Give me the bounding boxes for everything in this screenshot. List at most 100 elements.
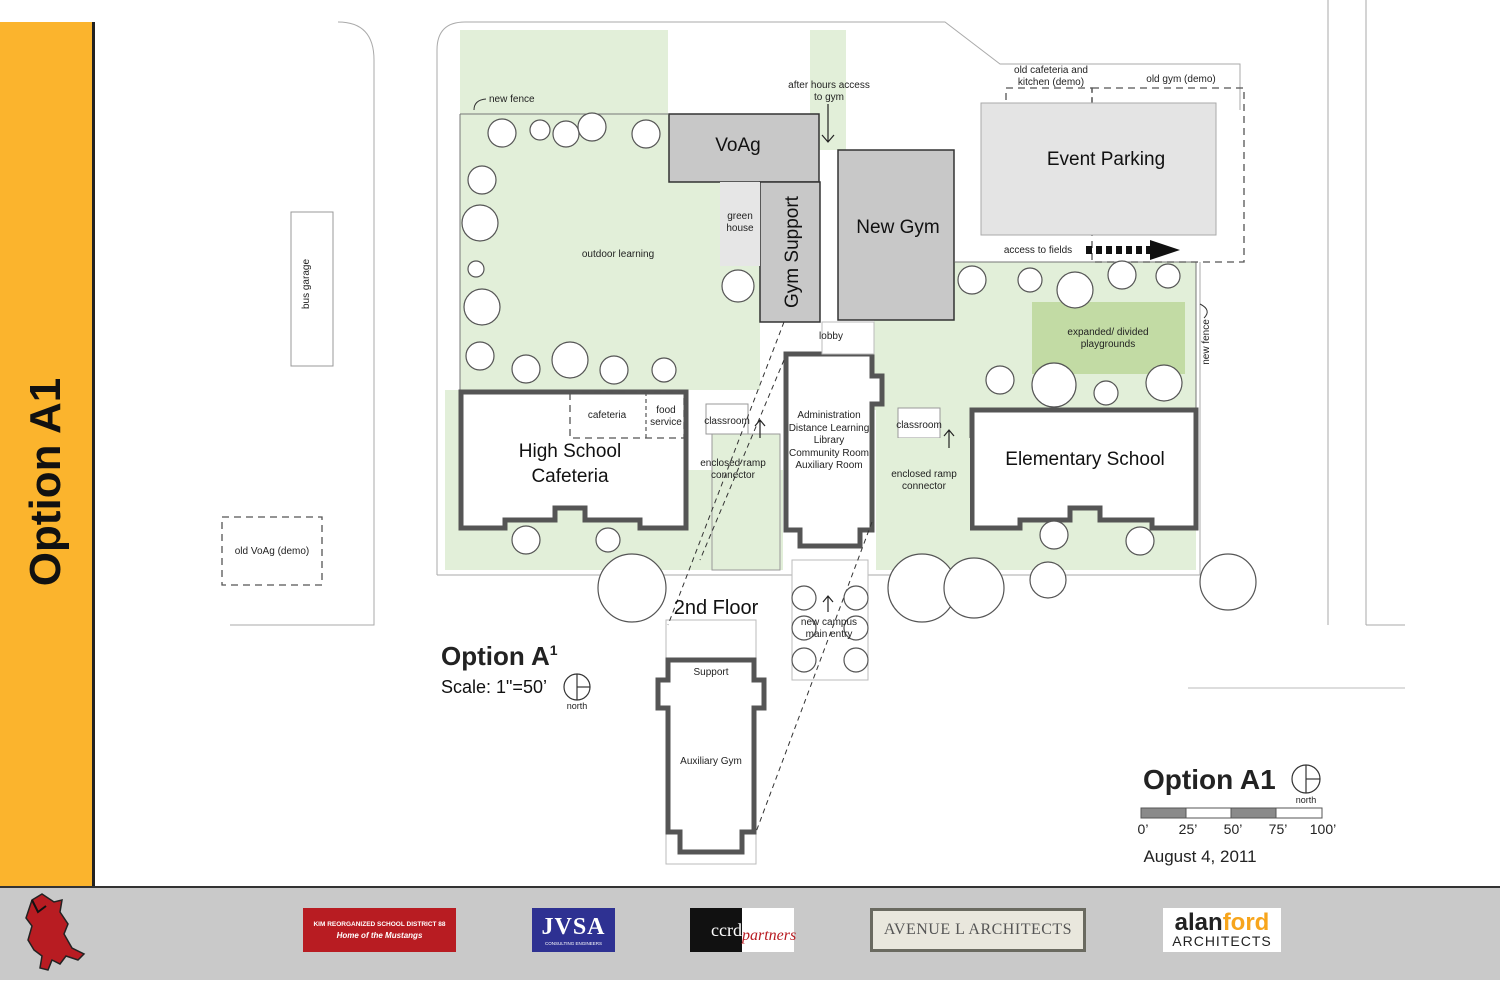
elementary-building — [969, 407, 1199, 531]
lawn-west-strip — [445, 390, 460, 570]
tree — [577, 112, 607, 142]
kim-district-logo: KIM REORGANIZED SCHOOL DISTRICT 88 Home … — [303, 908, 456, 952]
tree — [463, 288, 501, 326]
bus-garage — [290, 211, 334, 367]
new-fence-right-label: new fence — [1201, 319, 1212, 365]
playground-label-1: expanded/ divided — [1067, 327, 1148, 338]
lawn-northwest — [460, 30, 668, 115]
tree — [1155, 263, 1181, 289]
classroom-right-room — [897, 407, 941, 439]
tree — [943, 557, 1005, 619]
tree — [1093, 380, 1119, 406]
entry-arrow-right — [943, 429, 955, 448]
tree — [791, 585, 817, 611]
tree — [651, 357, 677, 383]
playground — [1032, 302, 1185, 374]
floor-link-3 — [755, 521, 873, 833]
alanford-logo-ford: ford — [1222, 909, 1270, 936]
admin-label-2: Distance Learning — [789, 423, 870, 434]
tree — [1056, 271, 1094, 309]
new-gym-label: New Gym — [856, 217, 939, 238]
hs-cafeteria-building — [458, 389, 689, 531]
outdoor-learning-label: outdoor learning — [582, 249, 654, 260]
voag-label: VoAg — [715, 135, 760, 156]
legend-north-icon — [1291, 764, 1321, 794]
tree — [529, 119, 551, 141]
second-floor-label: 2nd Floor — [674, 597, 759, 619]
cafeteria-dashed-room — [569, 391, 685, 439]
main-entry-label-1: new campus — [801, 617, 857, 628]
second-floor-building — [655, 657, 767, 855]
scale-tick-3: 75’ — [1269, 821, 1288, 837]
floor-link-1 — [667, 321, 785, 626]
old-cafeteria-label-2: kitchen (demo) — [1018, 77, 1084, 88]
admin-label-4: Community Room — [789, 448, 869, 459]
gym-support-building — [759, 181, 821, 323]
inset-scale: Scale: 1"=50’ — [441, 677, 547, 697]
trees — [461, 112, 1257, 673]
tree — [957, 265, 987, 295]
property-outline — [436, 21, 1241, 576]
main-entry-arrow — [822, 595, 834, 612]
tree — [465, 341, 495, 371]
jvsa-logo-sub: CONSULTING ENGINEERS — [545, 941, 602, 946]
tree — [511, 354, 541, 384]
scale-bar — [1140, 807, 1323, 819]
event-parking-label: Event Parking — [1047, 149, 1165, 170]
tree — [631, 119, 661, 149]
alanford-logo: alanford ARCHITECTS — [1163, 908, 1281, 952]
after-hours-label-1: after hours access — [788, 80, 870, 91]
tree — [721, 269, 755, 303]
tree — [843, 647, 869, 673]
classroom-left-label: classroom — [704, 416, 750, 427]
jvsa-logo: JVSA CONSULTING ENGINEERS — [532, 908, 615, 952]
tree — [599, 355, 629, 385]
admin-building — [783, 351, 885, 549]
old-voag-label: old VoAg (demo) — [235, 546, 310, 557]
tree — [552, 120, 580, 148]
hs-cafeteria-label-1: High School — [519, 441, 621, 462]
road-outline-left — [230, 21, 375, 626]
old-gym-label: old gym (demo) — [1146, 74, 1215, 85]
kim-logo-line2: Home of the Mustangs — [336, 930, 423, 940]
inset-north-label: north — [567, 701, 588, 711]
alanford-logo-alan: alan — [1174, 909, 1223, 936]
tree — [843, 615, 869, 641]
legend-title: Option A1 — [1143, 764, 1276, 795]
tree — [461, 204, 499, 242]
after-hours-arrow — [821, 104, 835, 143]
classroom-right-label: classroom — [896, 420, 942, 431]
scale-tick-4: 100’ — [1310, 821, 1336, 837]
bus-garage-label: bus garage — [301, 259, 312, 309]
lobby-label: lobby — [819, 331, 843, 342]
inset-north-icon — [563, 673, 591, 701]
tree — [1107, 260, 1137, 290]
scale-seg-3 — [1230, 807, 1277, 819]
tree — [467, 260, 485, 278]
old-cafeteria-label-1: old cafeteria and — [1014, 65, 1088, 76]
lobby-room — [821, 321, 875, 355]
green-house — [720, 182, 760, 266]
ccrd-logo-text: ccrd — [711, 919, 742, 940]
food-label-2: service — [650, 417, 682, 428]
tree — [1199, 553, 1257, 611]
scale-tick-2: 50’ — [1224, 821, 1243, 837]
tree — [1125, 526, 1155, 556]
voag-building — [668, 113, 820, 183]
ccrd-logo: ccrd partners — [690, 908, 796, 952]
legend-north-label: north — [1296, 795, 1317, 805]
tree — [597, 553, 667, 623]
cafeteria-label: cafeteria — [588, 410, 627, 421]
ramp-left-label-1: enclosed ramp — [700, 458, 766, 469]
inset-title-sup: 1 — [550, 642, 558, 658]
playground-label-2: playgrounds — [1081, 339, 1135, 350]
entry-arrow-left — [754, 419, 766, 438]
admin-label-5: Auxiliary Room — [795, 460, 862, 471]
tree — [487, 118, 517, 148]
fence-arrow-right — [1199, 303, 1208, 319]
ramp-right-label-1: enclosed ramp — [891, 469, 957, 480]
alanford-logo-architects: ARCHITECTS — [1172, 933, 1272, 949]
ramp-right-area — [876, 438, 970, 570]
tree — [467, 165, 497, 195]
scale-tick-1: 25’ — [1179, 821, 1198, 837]
